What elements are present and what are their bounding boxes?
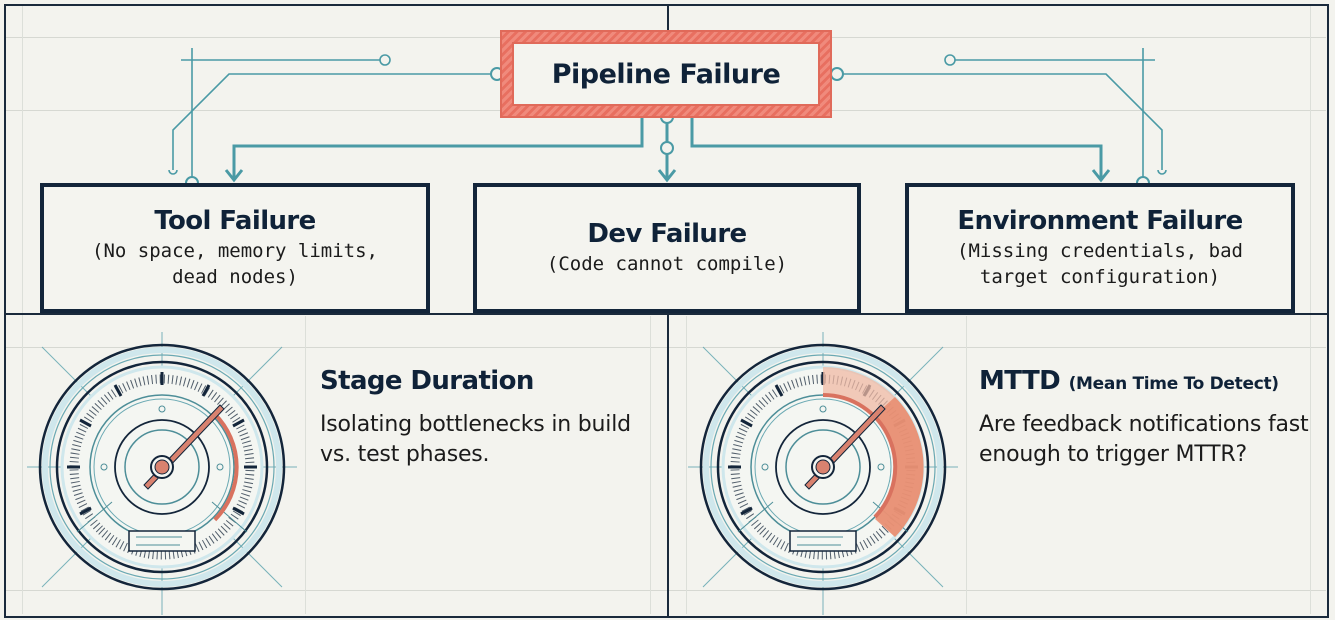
grid-line bbox=[966, 316, 967, 614]
metric-mttd: MTTD (Mean Time To Detect) Are feedback … bbox=[979, 366, 1324, 470]
root-node-title: Pipeline Failure bbox=[551, 58, 781, 90]
metric-subtitle: (Mean Time To Detect) bbox=[1068, 374, 1280, 394]
metric-description: Are feedback notifications fast enough t… bbox=[979, 412, 1309, 467]
grid-line bbox=[686, 316, 687, 614]
metric-title: Stage Duration bbox=[320, 366, 640, 396]
node-description: (Missing credentials, bad target configu… bbox=[957, 239, 1243, 288]
node-description: (Code cannot compile) bbox=[546, 252, 788, 275]
node-description: (No space, memory limits, dead nodes) bbox=[92, 239, 378, 288]
diagram-frame bbox=[4, 4, 1329, 618]
node-title: Tool Failure bbox=[154, 205, 316, 236]
root-node-inner: Pipeline Failure bbox=[512, 42, 820, 106]
gauge-mttd bbox=[688, 332, 958, 615]
metric-title-text: Stage Duration bbox=[320, 366, 534, 396]
section-divider bbox=[4, 313, 1329, 315]
node-dev-failure: Dev Failure (Code cannot compile) bbox=[473, 183, 861, 313]
node-title: Environment Failure bbox=[957, 205, 1243, 236]
grid-line bbox=[1310, 6, 1311, 614]
metric-title-text: MTTD bbox=[979, 366, 1061, 396]
node-environment-failure: Environment Failure (Missing credentials… bbox=[905, 183, 1295, 313]
root-node-pipeline-failure: Pipeline Failure bbox=[500, 30, 832, 118]
center-divider-bottom bbox=[667, 313, 669, 616]
grid-line bbox=[650, 316, 651, 614]
metric-title: MTTD (Mean Time To Detect) bbox=[979, 366, 1324, 396]
grid-line bbox=[305, 316, 306, 614]
node-title: Dev Failure bbox=[587, 218, 747, 249]
metric-stage-duration: Stage Duration Isolating bottlenecks in … bbox=[320, 366, 640, 470]
grid-line bbox=[6, 347, 1326, 348]
center-divider-top bbox=[667, 4, 669, 32]
node-tool-failure: Tool Failure (No space, memory limits, d… bbox=[40, 183, 430, 313]
grid-line bbox=[6, 590, 1326, 591]
grid-line bbox=[22, 6, 23, 614]
gauge-stage-duration bbox=[27, 332, 297, 615]
metric-description: Isolating bottlenecks in build vs. test … bbox=[320, 412, 631, 467]
